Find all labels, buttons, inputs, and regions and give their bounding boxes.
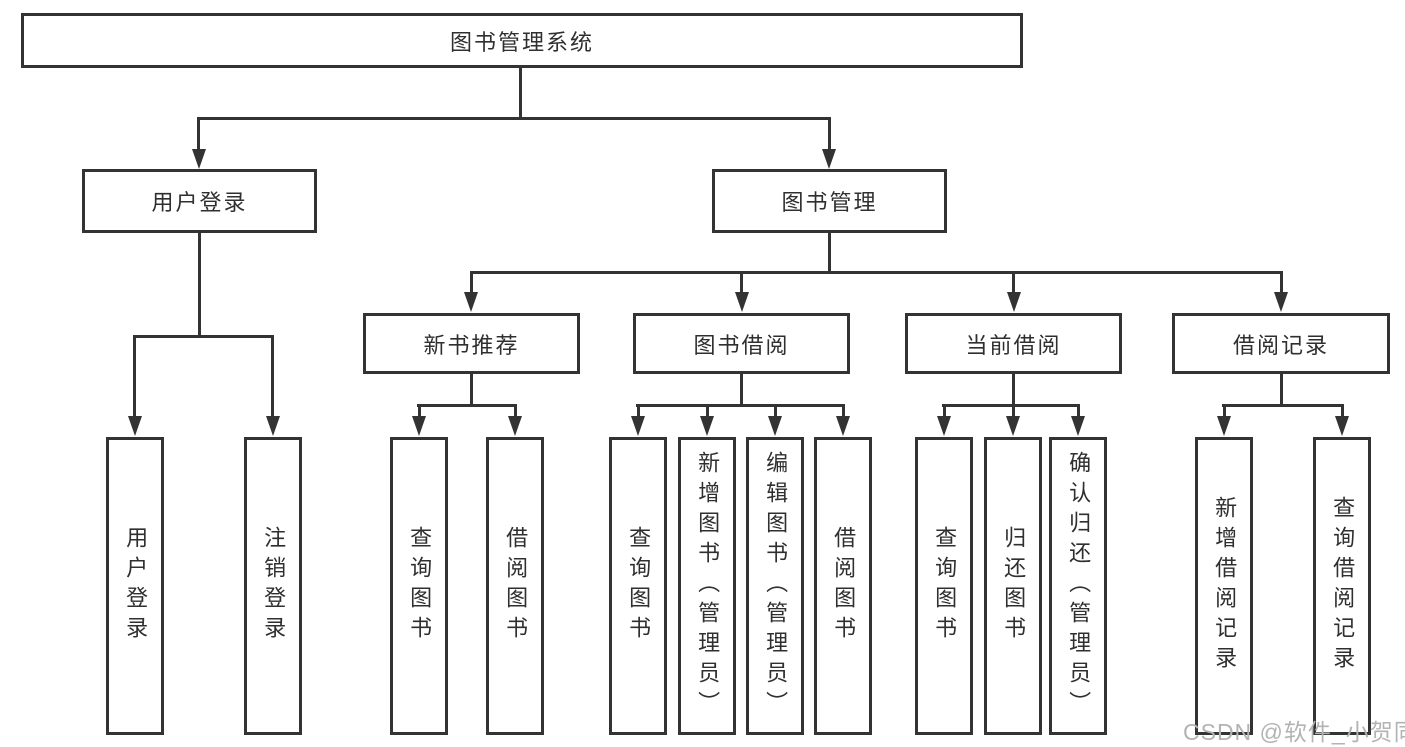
connector-user-login-vertical <box>198 233 201 336</box>
leaf-confirm-return-admin: 确认归还（管理员） <box>1049 437 1107 735</box>
connector-book-management-vertical <box>828 233 831 274</box>
connector-book-management-horizontal <box>470 271 1282 274</box>
connector-to-new-book-recommend <box>470 271 473 293</box>
connector-stub <box>514 404 517 417</box>
node-user-login: 用户登录 <box>82 169 317 233</box>
leaf-label: 用户登录 <box>123 526 149 646</box>
leaf-add-borrow-record: 新增借阅记录 <box>1195 437 1253 735</box>
arrow-down-icon <box>937 416 951 436</box>
connector-stub <box>1341 404 1344 417</box>
leaf-add-book-admin: 新增图书（管理员） <box>678 437 736 735</box>
leaf-edit-book-admin: 编辑图书（管理员） <box>746 437 804 735</box>
leaf-label: 查询图书 <box>407 526 433 646</box>
connector-user-login-horizontal <box>133 335 274 338</box>
connector-stub <box>1223 404 1226 417</box>
leaf-query-borrow-record: 查询借阅记录 <box>1313 437 1371 735</box>
node-library-management-system: 图书管理系统 <box>21 13 1023 68</box>
connector-stub <box>637 404 640 417</box>
arrow-down-icon <box>1007 292 1021 312</box>
connector-to-leaf-logout <box>271 335 274 416</box>
connector-stub <box>1077 404 1080 417</box>
leaf-borrow-books-recommend: 借阅图书 <box>486 437 544 735</box>
node-book-borrow: 图书借阅 <box>633 313 850 374</box>
leaf-user-login: 用户登录 <box>106 437 164 735</box>
leaf-label: 归还图书 <box>1001 526 1027 646</box>
connector-stub <box>706 404 709 417</box>
connector-current-vertical <box>1012 374 1015 405</box>
arrow-down-icon <box>192 149 206 169</box>
connector-borrow-horizontal <box>636 404 845 407</box>
arrow-down-icon <box>508 416 522 436</box>
node-current-borrow: 当前借阅 <box>905 313 1122 374</box>
leaf-label: 确认归还（管理员） <box>1066 451 1092 721</box>
leaf-query-books-current: 查询图书 <box>915 437 973 735</box>
arrow-down-icon <box>735 292 749 312</box>
leaf-label: 查询借阅记录 <box>1330 496 1356 676</box>
connector-to-current-borrow <box>1012 271 1015 293</box>
arrow-down-icon <box>412 416 426 436</box>
leaf-return-books: 归还图书 <box>984 437 1042 735</box>
leaf-logout: 注销登录 <box>244 437 302 735</box>
node-borrow-records: 借阅记录 <box>1172 313 1390 374</box>
connector-current-horizontal <box>942 404 1080 407</box>
connector-to-user-login <box>197 117 200 150</box>
connector-recommend-vertical <box>470 374 473 405</box>
connector-to-book-borrow <box>740 271 743 293</box>
arrow-down-icon <box>836 416 850 436</box>
leaf-label: 编辑图书（管理员） <box>763 451 789 721</box>
arrow-down-icon <box>266 416 280 436</box>
node-book-management: 图书管理 <box>712 169 947 233</box>
leaf-label: 新增借阅记录 <box>1212 496 1238 676</box>
connector-stub <box>418 404 421 417</box>
leaf-query-books-borrow: 查询图书 <box>609 437 667 735</box>
arrow-down-icon <box>464 292 478 312</box>
arrow-down-icon <box>822 149 836 169</box>
arrow-down-icon <box>1274 292 1288 312</box>
arrow-down-icon <box>631 416 645 436</box>
leaf-label: 查询图书 <box>932 526 958 646</box>
connector-stub <box>943 404 946 417</box>
leaf-label: 借阅图书 <box>831 526 857 646</box>
connector-records-vertical <box>1280 374 1283 405</box>
connector-records-horizontal <box>1222 404 1344 407</box>
leaf-label: 注销登录 <box>261 526 287 646</box>
arrow-down-icon <box>1071 416 1085 436</box>
connector-stub <box>774 404 777 417</box>
arrow-down-icon <box>1217 416 1231 436</box>
leaf-query-books-recommend: 查询图书 <box>390 437 448 735</box>
csdn-watermark: CSDN @软件_小贺同学 <box>1183 719 1405 745</box>
connector-borrow-vertical <box>740 374 743 405</box>
node-new-book-recommend: 新书推荐 <box>363 313 580 374</box>
connector-to-book-management <box>828 117 831 150</box>
arrow-down-icon <box>128 416 142 436</box>
connector-stub <box>842 404 845 417</box>
leaf-label: 新增图书（管理员） <box>695 451 721 721</box>
connector-stub <box>1012 404 1015 417</box>
connector-to-borrow-records <box>1280 271 1283 293</box>
connector-root-horizontal <box>197 117 830 120</box>
arrow-down-icon <box>1006 416 1020 436</box>
connector-recommend-horizontal <box>417 404 517 407</box>
connector-to-leaf-user-login <box>133 335 136 416</box>
connector-root-vertical <box>519 68 522 118</box>
arrow-down-icon <box>1335 416 1349 436</box>
leaf-label: 查询图书 <box>626 526 652 646</box>
leaf-label: 借阅图书 <box>503 526 529 646</box>
leaf-borrow-books: 借阅图书 <box>814 437 872 735</box>
arrow-down-icon <box>768 416 782 436</box>
arrow-down-icon <box>700 416 714 436</box>
